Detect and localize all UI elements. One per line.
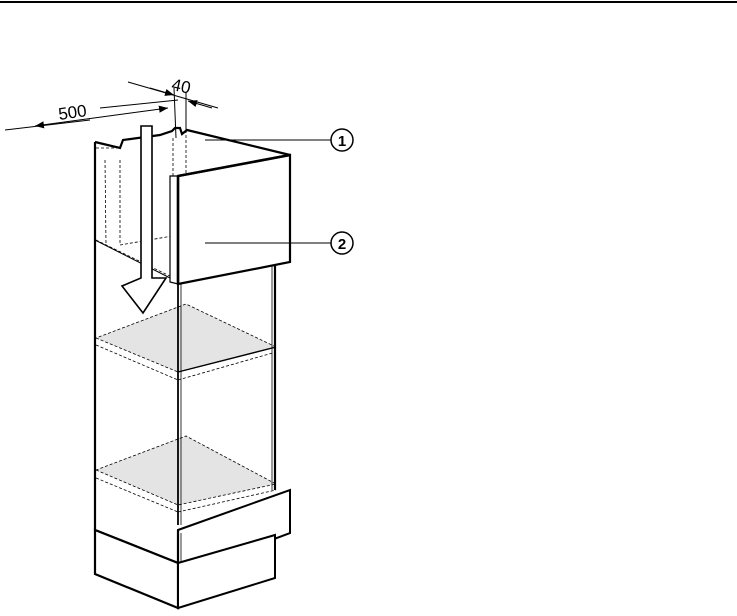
plinth-drawer <box>95 490 290 608</box>
callout-1: 1 <box>205 129 353 151</box>
callout-1-number: 1 <box>338 133 346 150</box>
appliance-box <box>170 155 290 284</box>
callout-2-number: 2 <box>338 236 346 253</box>
middle-shelf <box>96 304 276 372</box>
airflow-arrow-icon <box>122 126 166 313</box>
dimension-depth-label: 40 <box>170 75 192 98</box>
bottom-shelf <box>96 436 276 505</box>
dimension-width-label: 500 <box>57 101 88 124</box>
